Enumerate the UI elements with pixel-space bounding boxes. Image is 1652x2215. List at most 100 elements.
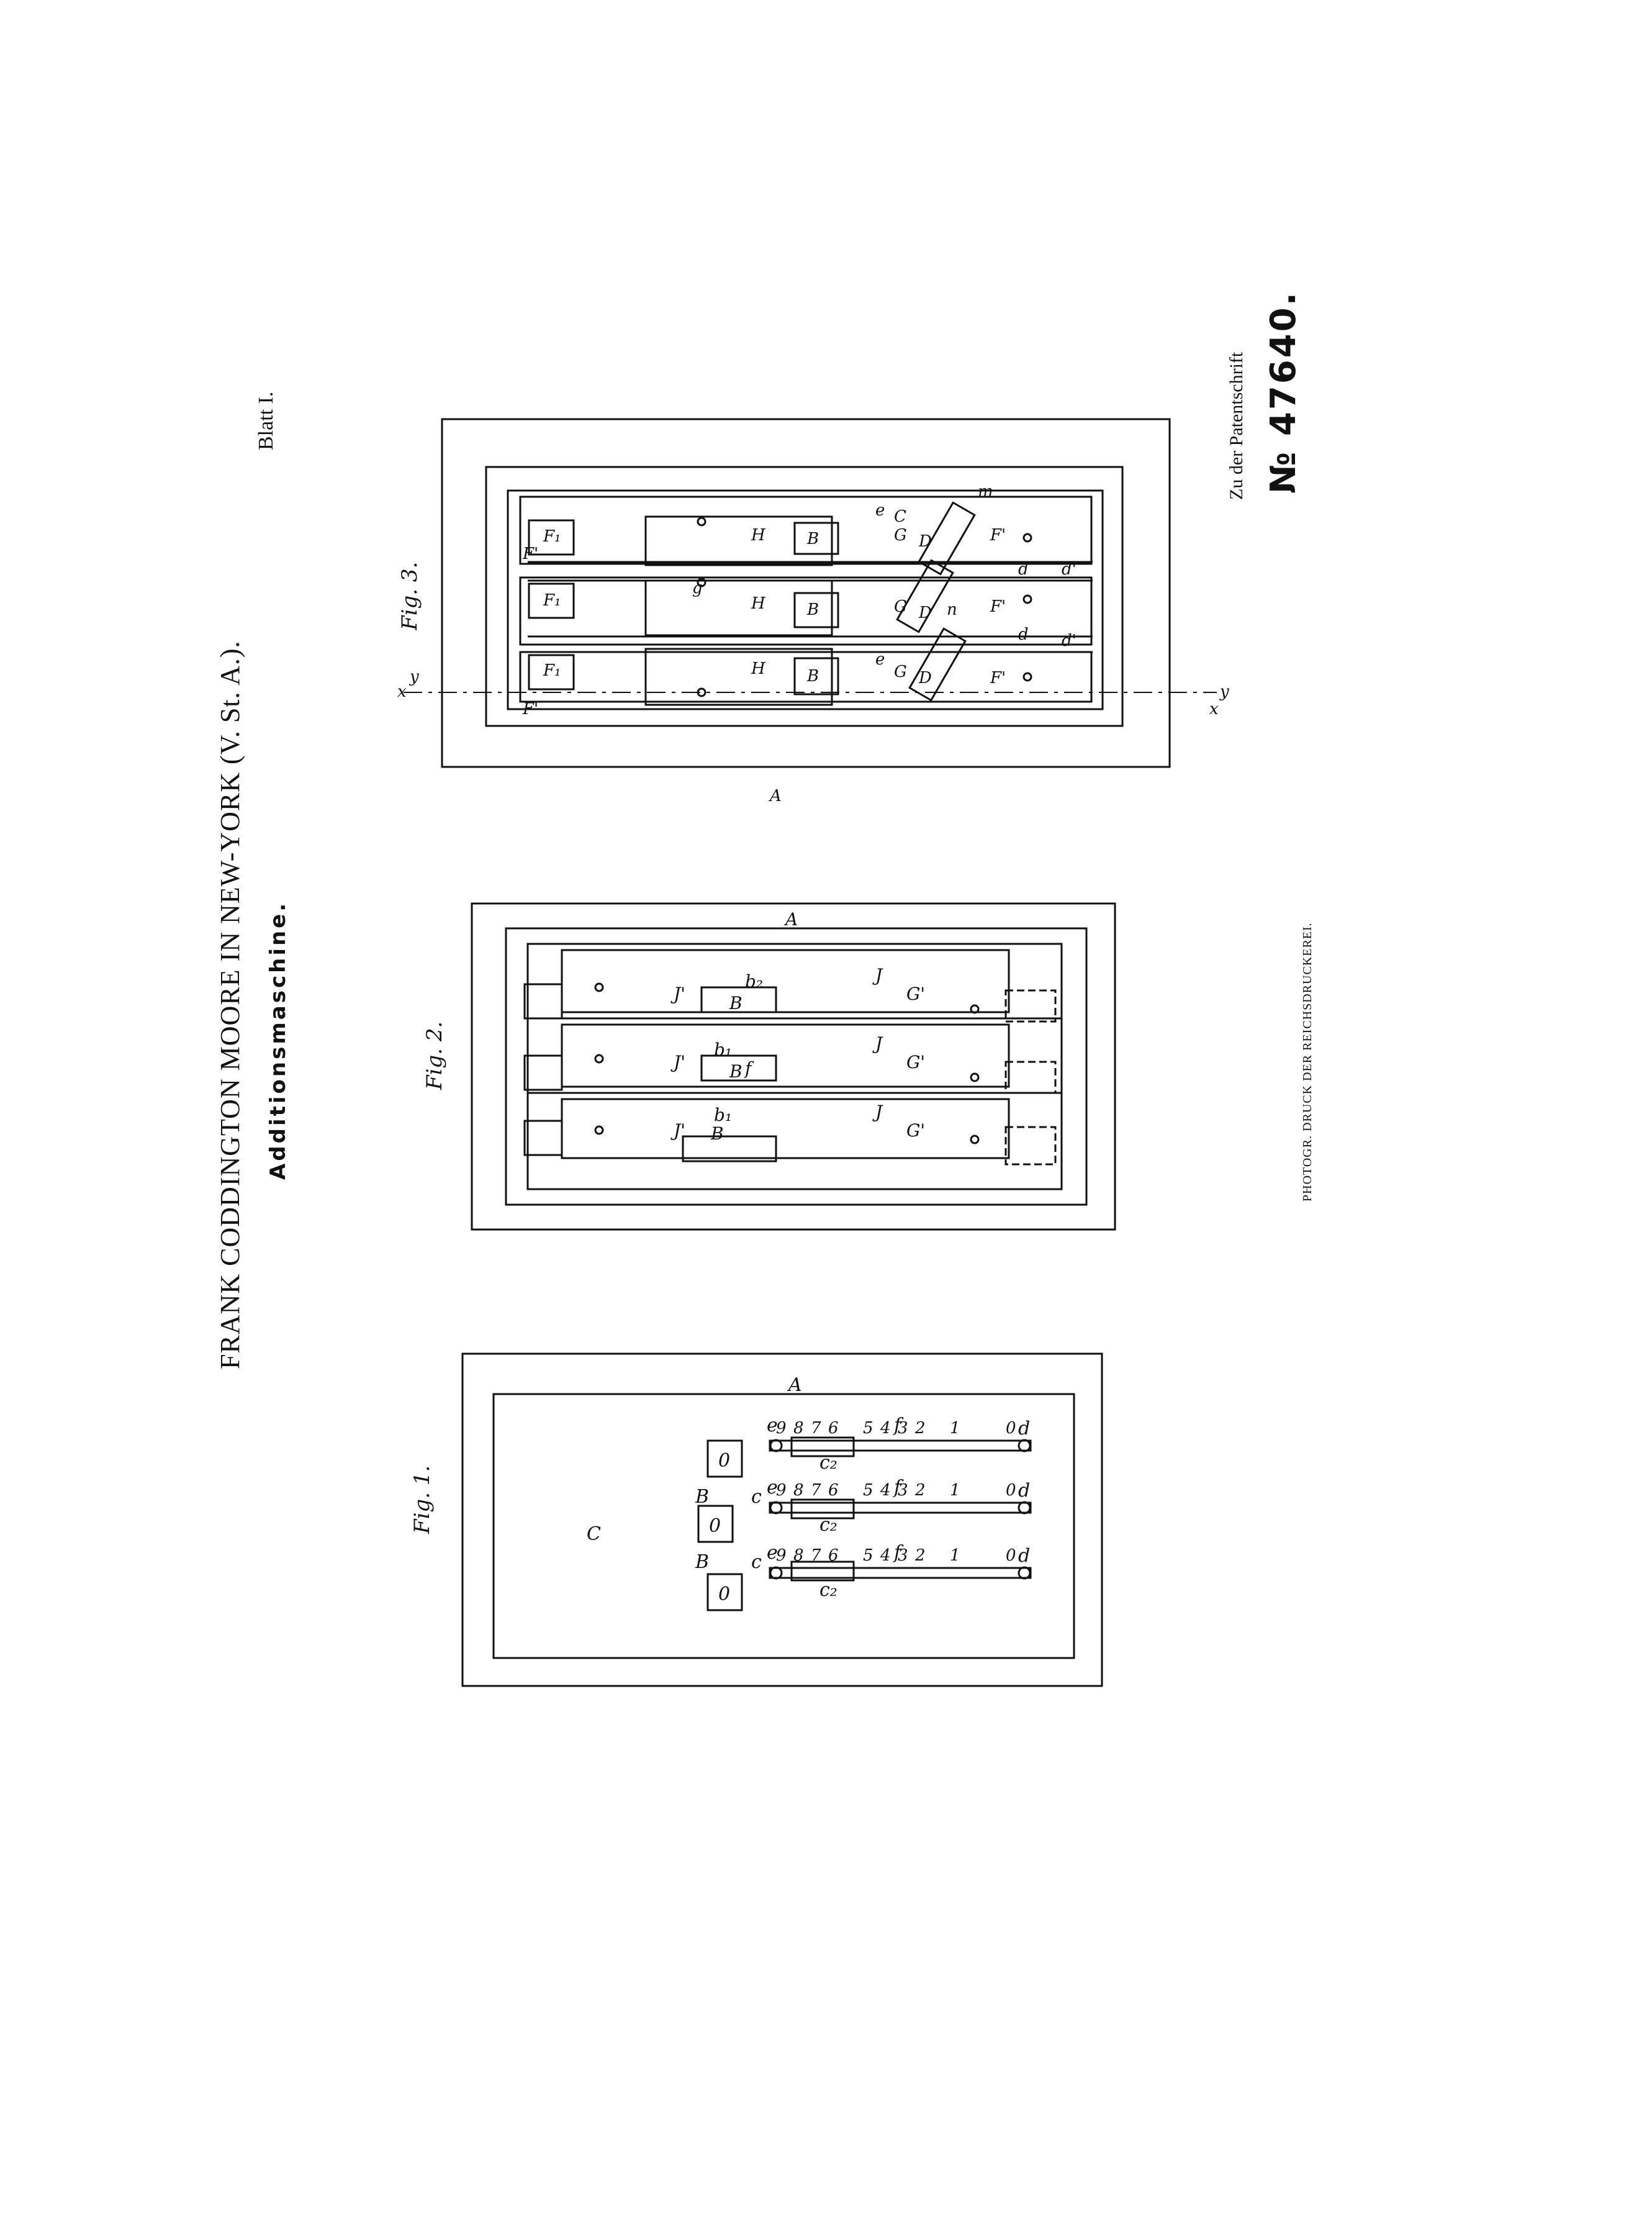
fig3-b-block bbox=[793, 592, 839, 628]
fig3-label-B: B bbox=[806, 530, 819, 548]
svg-text:6: 6 bbox=[828, 1546, 839, 1565]
fig2-end-block bbox=[523, 1054, 563, 1091]
fig1-label-d: d bbox=[1018, 1480, 1030, 1502]
fig3-f1-block bbox=[528, 582, 575, 619]
svg-text:4: 4 bbox=[880, 1481, 891, 1500]
fig1-stop bbox=[790, 1498, 855, 1520]
fig3-label-H: H bbox=[751, 526, 766, 545]
fig1-label-C: C bbox=[587, 1523, 601, 1545]
fig1-label-c2: c₂ bbox=[819, 1579, 837, 1601]
fig3-slide-bar bbox=[519, 496, 1093, 565]
fig2-label-Gp: G' bbox=[906, 1052, 925, 1072]
fig3-outer-frame bbox=[441, 418, 1171, 768]
fig2-inner-frame bbox=[505, 927, 1088, 1206]
fig3-label-e: e bbox=[875, 501, 885, 520]
fig2-outer-frame bbox=[471, 902, 1116, 1231]
fig1-stop bbox=[790, 1436, 855, 1457]
fig3-label-H: H bbox=[751, 659, 766, 678]
fig1-label-c2: c₂ bbox=[819, 1452, 837, 1474]
fig3-label-Fp: F' bbox=[990, 526, 1006, 545]
fig2-rack bbox=[682, 1135, 777, 1162]
fig2-rack bbox=[700, 986, 777, 1013]
fig3-label-A: A bbox=[769, 787, 782, 805]
fig3-carriage bbox=[644, 515, 833, 566]
fig3-label-F1: F₁ bbox=[543, 591, 561, 610]
fig1-display-window bbox=[697, 1505, 734, 1543]
fig2-label-Gp: G' bbox=[906, 1120, 925, 1141]
fig3-label-x: x bbox=[397, 682, 407, 701]
fig1-label-e: e bbox=[767, 1415, 778, 1436]
fig2-end-block-right bbox=[1004, 989, 1057, 1023]
fig3-mechanism-frame bbox=[507, 489, 1104, 710]
svg-text:5: 5 bbox=[863, 1419, 873, 1438]
fig1-digit-scales: 9 8 7 6 5 4 3 2 1 0 9 8 7 6 5 4 3 2 1 bbox=[776, 1419, 1016, 1565]
fig1-label-c: c bbox=[751, 1551, 762, 1573]
fig1-outer-frame bbox=[461, 1352, 1103, 1687]
svg-text:5: 5 bbox=[863, 1481, 873, 1500]
fig3-label-Fp: F' bbox=[990, 669, 1006, 687]
fig1-slot bbox=[769, 1567, 1032, 1579]
fig1-label-e: e bbox=[767, 1542, 778, 1564]
fig3-label-D: D bbox=[918, 532, 932, 551]
svg-text:9: 9 bbox=[776, 1546, 787, 1565]
fig3-label-F1: F₁ bbox=[543, 661, 561, 680]
fig1-display-window bbox=[706, 1439, 743, 1478]
fig3-label-D: D bbox=[918, 669, 932, 687]
fig3-pawl bbox=[908, 627, 967, 702]
fig3-label-G: G bbox=[894, 526, 907, 545]
fig3-label-dp: d' bbox=[1062, 632, 1077, 650]
fig3-label-y: y bbox=[1219, 682, 1229, 701]
svg-text:3: 3 bbox=[898, 1419, 908, 1438]
fig3-b-block bbox=[793, 657, 839, 695]
fig3-pawl bbox=[918, 501, 976, 576]
svg-text:2: 2 bbox=[914, 1481, 926, 1500]
svg-text:8: 8 bbox=[793, 1546, 804, 1565]
fig3-carriage bbox=[644, 579, 833, 636]
svg-text:3: 3 bbox=[898, 1481, 908, 1500]
svg-text:4: 4 bbox=[880, 1419, 891, 1438]
svg-text:8: 8 bbox=[793, 1481, 804, 1500]
svg-text:2: 2 bbox=[914, 1546, 926, 1565]
fig3-label-d: d bbox=[1018, 560, 1029, 579]
fig1-label-d: d bbox=[1018, 1545, 1030, 1567]
svg-text:7: 7 bbox=[811, 1546, 821, 1565]
fig1-label-e: e bbox=[767, 1477, 778, 1498]
fig3-label-C: C bbox=[894, 507, 906, 526]
fig2-rack bbox=[700, 1054, 777, 1082]
fig3-label-y: y bbox=[409, 668, 419, 686]
fig3-carriage bbox=[644, 648, 833, 706]
fig2-end-block bbox=[523, 1120, 563, 1156]
fig2-label-Jp: J' bbox=[670, 984, 685, 1004]
fig2-label-A: A bbox=[783, 909, 798, 930]
fig2-end-block-right bbox=[1004, 1126, 1057, 1166]
svg-text:1: 1 bbox=[950, 1481, 960, 1500]
fig1-label-B: B bbox=[695, 1486, 709, 1508]
fig1-label-A: A bbox=[787, 1374, 802, 1396]
fig2-label-Jp: J' bbox=[670, 1052, 685, 1072]
fig3-label-m: m bbox=[978, 482, 993, 501]
fig1-label-c: c bbox=[751, 1486, 762, 1508]
svg-text:1: 1 bbox=[950, 1419, 960, 1438]
fig1-label-c2: c₂ bbox=[819, 1514, 837, 1536]
fig2-label-b1: b₁ bbox=[714, 1040, 732, 1060]
fig2-label-J: J bbox=[872, 965, 883, 985]
svg-text:0: 0 bbox=[1006, 1481, 1016, 1500]
svg-text:9: 9 bbox=[776, 1481, 787, 1500]
svg-text:0: 0 bbox=[1006, 1419, 1016, 1438]
fig2-label-b2: b₂ bbox=[745, 971, 763, 992]
fig3-label-dp: d' bbox=[1062, 560, 1077, 579]
svg-text:8: 8 bbox=[793, 1419, 804, 1438]
svg-text:5: 5 bbox=[863, 1546, 873, 1565]
fig3-label-B: B bbox=[806, 667, 819, 686]
svg-text:7: 7 bbox=[811, 1481, 821, 1500]
fig3-label-x: x bbox=[1209, 700, 1219, 718]
fig1-display-digit: 0 bbox=[718, 1583, 730, 1605]
fig2-label-J: J bbox=[872, 1102, 883, 1122]
fig2-label-J: J bbox=[872, 1033, 883, 1054]
fig3-label-e: e bbox=[875, 650, 885, 669]
fig3-label-G: G bbox=[894, 597, 907, 616]
fig3-label-Fp: F' bbox=[990, 597, 1006, 616]
fig1-display-window bbox=[706, 1573, 743, 1611]
fig3-label-g: g bbox=[692, 579, 703, 597]
